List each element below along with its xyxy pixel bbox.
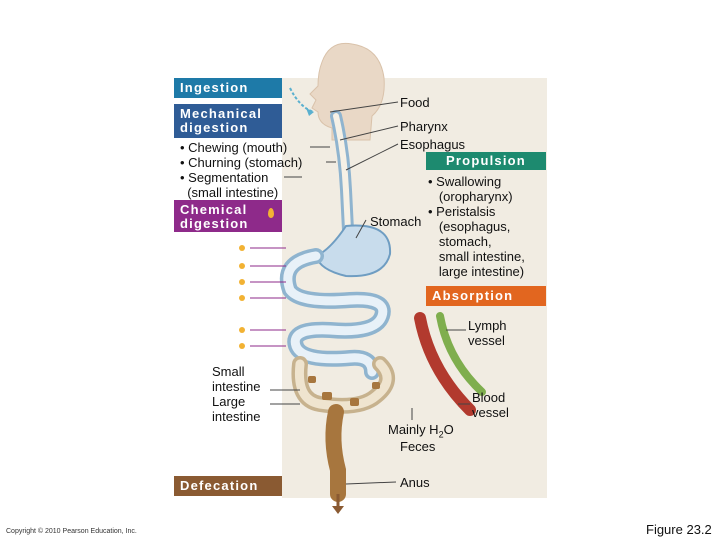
mainly-water-suffix: O	[443, 422, 454, 437]
mechanical-digestion-tag: Mechanical digestion	[174, 104, 282, 138]
pharynx-label: Pharynx	[400, 119, 448, 134]
defecation-tag: Defecation	[174, 476, 282, 496]
small-intestine-label: Small intestine	[212, 364, 261, 394]
mainly-water-prefix: Mainly H	[388, 422, 439, 437]
mainly-water-label: Mainly H2O	[388, 422, 454, 443]
head-silhouette	[309, 42, 385, 141]
lymph-vessel	[436, 312, 486, 396]
food-label: Food	[400, 95, 430, 110]
stomach-shape	[314, 224, 392, 278]
feces-label: Feces	[400, 439, 436, 454]
mainly-water-subscript: 2	[438, 429, 444, 440]
enzyme-droplets	[239, 245, 245, 349]
stomach-label: Stomach	[370, 214, 422, 229]
mechanical-list-line-2: • Churning (stomach)	[180, 155, 303, 170]
large-intestine-label: Large intestine	[212, 394, 261, 424]
ingestion-tag: Ingestion	[174, 78, 282, 98]
enzyme-feed-lines	[250, 247, 286, 347]
propulsion-tag: Propulsion	[426, 152, 546, 170]
blood-vessel-label: Blood vessel	[472, 390, 509, 420]
esophagus-label: Esophagus	[400, 137, 466, 152]
figure-number: Figure 23.2	[646, 522, 712, 537]
pointer-lines	[270, 101, 470, 485]
lymph-vessel-label: Lymph vessel	[468, 318, 507, 348]
small-intestine	[279, 248, 391, 380]
feces-pieces	[308, 376, 380, 406]
chemical-drop-icon	[268, 208, 274, 218]
mechanical-list-line-4: (small intestine)	[180, 185, 279, 200]
chemical-digestion-tag: Chemical digestion	[174, 200, 282, 232]
absorption-tag: Absorption	[426, 286, 546, 306]
mechanical-list-line-3: • Segmentation	[180, 170, 269, 185]
copyright-text: Copyright © 2010 Pearson Education, Inc.	[6, 528, 137, 535]
rectum	[325, 404, 346, 502]
blood-vessel	[414, 312, 476, 416]
propulsion-list: • Swallowing (oropharynx) • Peristalsis …	[428, 174, 525, 279]
anus-label: Anus	[400, 475, 430, 490]
mechanical-list-line-1: • Chewing (mouth)	[180, 140, 288, 155]
